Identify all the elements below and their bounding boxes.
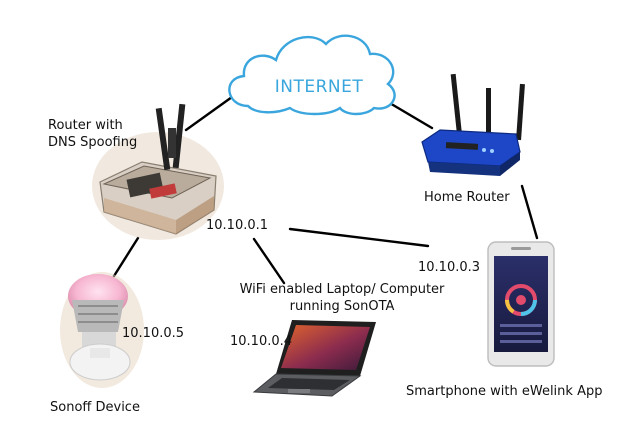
home-router-label: Home Router (424, 190, 510, 205)
link-dns-router-internet (184, 95, 234, 132)
link-dns-router-laptop (252, 237, 286, 285)
sonoff-ip: 10.10.0.5 (122, 326, 185, 341)
dns-router-label-line2: DNS Spoofing (48, 135, 138, 150)
smartphone-label: Smartphone with eWelink App (406, 384, 603, 399)
laptop-device (252, 320, 376, 397)
sonoff-device (60, 272, 144, 388)
cloud-shape (228, 34, 396, 116)
dns-router-label-line1: Router with (48, 118, 123, 133)
link-internet-home-router (386, 100, 434, 130)
laptop-ip: 10.10.0.4 (230, 334, 293, 349)
sonoff-label: Sonoff Device (50, 400, 140, 415)
dns-router-device (92, 103, 224, 240)
link-dns-router-sonoff (112, 236, 140, 278)
connection-links (112, 95, 539, 285)
internet-cloud: INTERNET (228, 34, 396, 116)
cloud-label: INTERNET (275, 77, 364, 97)
smartphone-ip: 10.10.0.3 (418, 260, 481, 275)
home-router-device (421, 73, 525, 176)
laptop-label-line2: running SonOTA (289, 299, 395, 314)
smartphone-device (487, 241, 555, 367)
laptop-label-line1: WiFi enabled Laptop/ Computer (239, 282, 445, 297)
link-dns-router-smartphone (288, 227, 430, 248)
link-home-router-smartphone (520, 184, 539, 240)
dns-router-ip: 10.10.0.1 (206, 218, 269, 233)
